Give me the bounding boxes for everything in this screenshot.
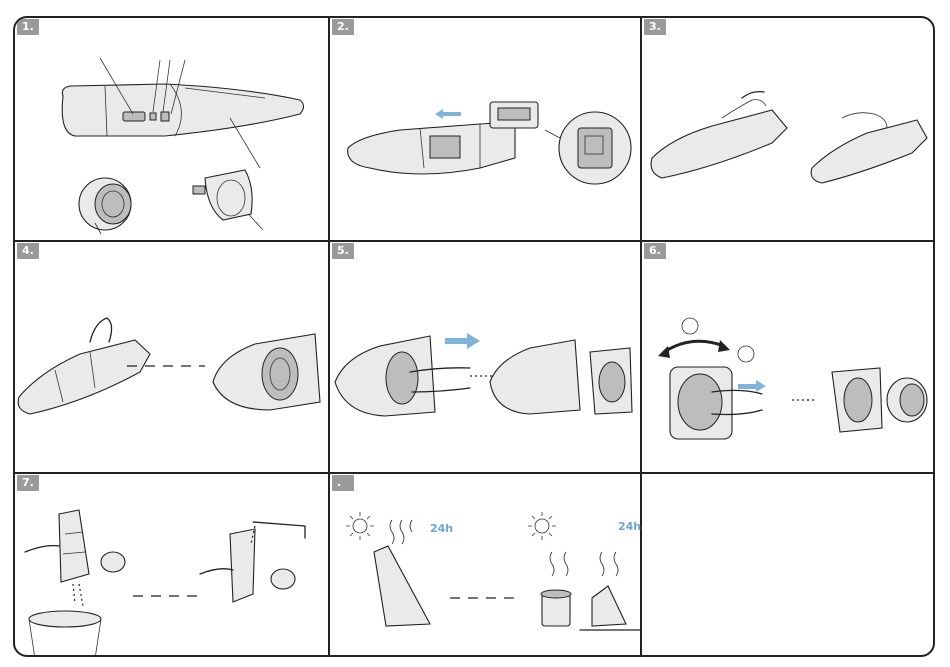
battery-removal-illustration [330,18,640,240]
remove-filter-illustration [330,242,640,472]
button-press-illustration [642,18,935,240]
instruction-sheet: 1. 2. [13,16,935,657]
empty-panel [642,474,935,657]
step-panel-5: 5. [330,242,640,472]
rotate-filter-illustration [642,242,935,472]
step-panel-1: 1. [15,18,328,240]
step-panel-8: . 24h 24h [330,474,640,657]
dry-time-label-left: 24h [430,522,453,535]
step-panel-7: 7. [15,474,328,657]
empty-and-rinse-illustration [15,474,328,657]
step-panel-3: 3. [642,18,935,240]
open-container-illustration [15,242,328,472]
step-panel-6: 6. [642,242,935,472]
air-dry-illustration: 24h 24h [330,474,640,657]
vacuum-parts-illustration [15,18,328,240]
step-panel-4: 4. [15,242,328,472]
dry-time-label-right: 24h [618,520,641,533]
step-panel-2: 2. [330,18,640,240]
